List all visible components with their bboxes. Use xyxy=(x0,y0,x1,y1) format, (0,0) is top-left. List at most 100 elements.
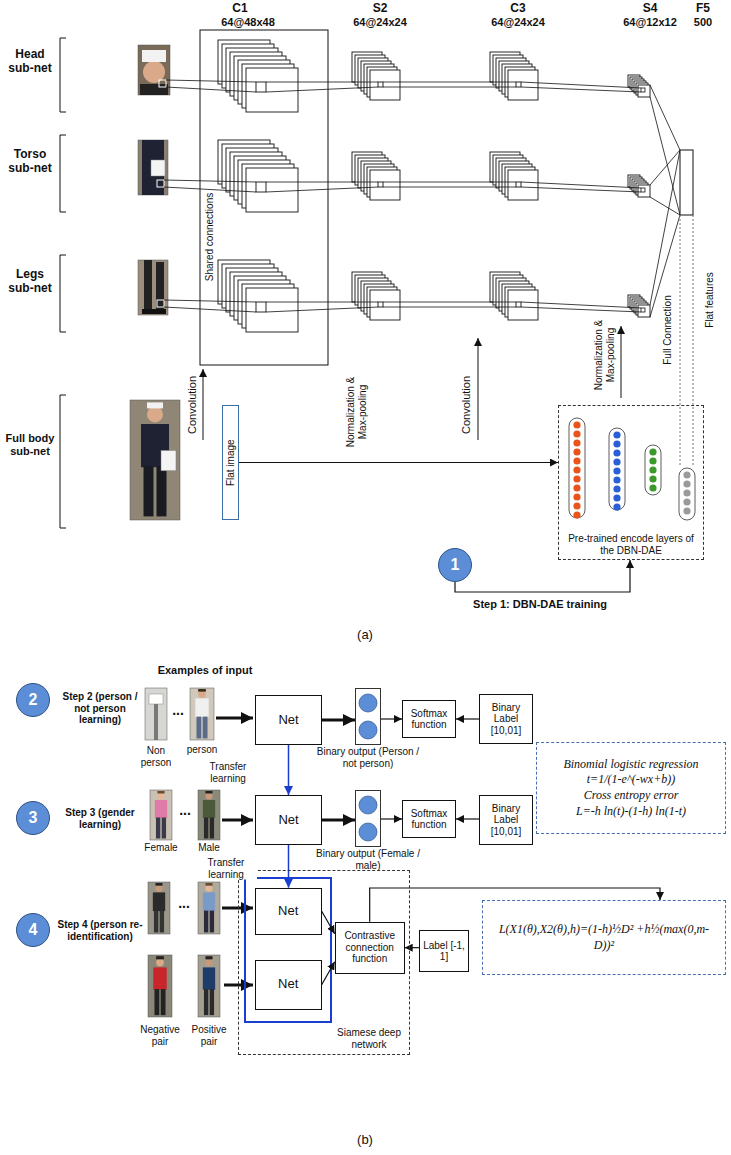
hair xyxy=(198,689,206,692)
output-layer: Binary output (Person / not person) xyxy=(355,688,381,745)
operation-label: Normalization & Max-pooling xyxy=(345,368,368,456)
sub-net-layers xyxy=(159,40,680,215)
head-crop xyxy=(138,45,170,95)
hat xyxy=(142,50,166,62)
node-text: 4 xyxy=(29,921,38,939)
feature-map xyxy=(370,170,400,200)
neuron xyxy=(573,457,580,464)
function-box: Contrastive connection function xyxy=(335,922,405,974)
section-label: Examples of input xyxy=(158,664,253,677)
neuron xyxy=(683,498,690,505)
feature-map xyxy=(246,68,298,112)
connector xyxy=(322,719,355,722)
connection-line xyxy=(266,182,378,183)
layer-size: 64@48x48 xyxy=(221,16,275,29)
photo-background xyxy=(138,140,168,195)
connection-line xyxy=(650,197,680,215)
flat-layer-extension xyxy=(693,215,694,466)
leg xyxy=(156,262,164,312)
connection-line xyxy=(166,87,256,92)
connection-line xyxy=(521,87,641,92)
feature-map xyxy=(508,70,538,100)
neuron xyxy=(573,493,580,500)
sub-net-name: Head sub-net xyxy=(3,48,57,76)
kernel-window xyxy=(159,80,166,87)
kernel-window xyxy=(378,302,383,307)
sub-net-layers xyxy=(157,140,680,215)
connector xyxy=(456,718,479,719)
pedestrian-photo xyxy=(150,790,172,840)
encoder-layer xyxy=(569,418,585,519)
neuron xyxy=(573,466,580,473)
hair xyxy=(155,883,162,886)
node-text: L(X1(θ),X2(θ),h)=(1-h)½D² +h½(max(0,m-D)… xyxy=(489,922,719,953)
pointer-arrow xyxy=(203,369,204,440)
node-text: Binary Label [10,01] xyxy=(483,803,529,838)
kernel-window xyxy=(256,302,266,312)
pointer-arrow xyxy=(621,326,622,398)
connection-line xyxy=(521,82,641,88)
pedestrian-photo xyxy=(130,400,180,520)
label-box: Binary Label [10,01] xyxy=(479,694,533,744)
kernel-window xyxy=(256,182,266,192)
neuron xyxy=(613,485,620,492)
input-arrow xyxy=(216,717,253,720)
neuron xyxy=(683,480,690,487)
torso xyxy=(155,800,167,818)
edge-label: Transfer learning xyxy=(195,857,257,880)
network-box: Net xyxy=(255,695,322,745)
connection-line xyxy=(164,300,256,302)
neuron xyxy=(573,421,580,428)
leg xyxy=(144,260,152,312)
torso xyxy=(153,892,165,911)
image-caption: Negative pair xyxy=(138,1024,183,1047)
node-text: L=-h ln(t)-(1-h) ln(1-t) xyxy=(576,804,686,820)
step-number: 4 xyxy=(16,913,50,947)
neuron xyxy=(573,475,580,482)
pedestrian-photo xyxy=(198,955,220,1017)
coat xyxy=(142,140,164,195)
neuron xyxy=(649,457,656,464)
step-title: Step 2 (person / not person learning) xyxy=(58,691,142,726)
node-text: Contrastive connection function xyxy=(339,930,401,965)
connector xyxy=(455,560,630,592)
photo-background xyxy=(138,45,170,95)
neuron xyxy=(683,471,690,478)
bracket xyxy=(60,38,66,112)
connector xyxy=(288,845,290,888)
photo-background xyxy=(130,400,180,520)
image-caption: Non person xyxy=(136,745,176,768)
feature-map xyxy=(508,290,538,320)
node-text: Net xyxy=(278,813,298,828)
kernel-window xyxy=(378,82,383,87)
pedestrian-photo xyxy=(190,688,214,740)
panel-label: (a) xyxy=(357,628,373,643)
node-text: Flat image xyxy=(225,439,237,486)
connection-line xyxy=(521,182,641,188)
leg xyxy=(204,911,208,933)
feature-map xyxy=(638,185,650,197)
step-number: 1 xyxy=(438,548,472,582)
leg xyxy=(161,989,166,1015)
leg xyxy=(157,466,167,516)
connection-line xyxy=(521,307,641,312)
pedestrian-photo xyxy=(198,790,220,840)
photo-background xyxy=(198,790,220,840)
photo-background xyxy=(148,955,172,1017)
connection-line xyxy=(164,187,256,192)
neuron xyxy=(573,511,580,518)
function-box: Softmax function xyxy=(402,800,456,838)
leg xyxy=(210,818,214,839)
neuron xyxy=(613,431,620,438)
connector xyxy=(456,818,479,819)
neuron xyxy=(613,476,620,483)
image-caption: Female xyxy=(144,842,177,854)
flat-layer xyxy=(680,150,693,215)
node-text: Net xyxy=(278,977,298,992)
neuron xyxy=(573,484,580,491)
layer-name: C3 xyxy=(510,2,525,16)
connection-line xyxy=(166,80,256,82)
photo-background xyxy=(190,688,214,740)
kernel-window xyxy=(641,308,645,312)
